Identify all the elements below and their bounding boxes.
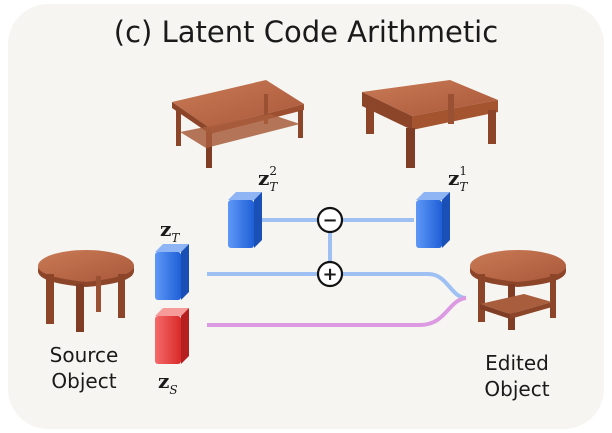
minus-operator: − [316,206,344,234]
code-block-z-t [155,244,189,300]
source-label-line1: Source [50,343,119,367]
label-z-s: zS [158,369,178,397]
label-z-t2: zT2 [258,164,278,194]
label-z-t1: zT1 [448,164,468,194]
coffee-table-1-image [362,80,498,168]
edited-object-image [470,250,566,330]
edited-label-line1: Edited [485,351,549,375]
edited-label-line2: Object [484,377,549,401]
blue-flow-line [207,272,467,300]
label-z-t: zT [160,217,180,245]
code-block-z-t2 [228,192,262,248]
coffee-table-2-image [172,80,304,168]
plus-operator: + [316,260,344,288]
minus-symbol: − [322,210,337,231]
plus-symbol: + [322,264,337,285]
pink-flow-line [207,296,467,327]
figure-title: (c) Latent Code Arithmetic [114,15,498,49]
code-block-z-t1 [416,192,450,248]
source-object-image [38,250,134,332]
code-block-z-s [155,308,189,364]
source-label-line2: Object [51,369,116,393]
